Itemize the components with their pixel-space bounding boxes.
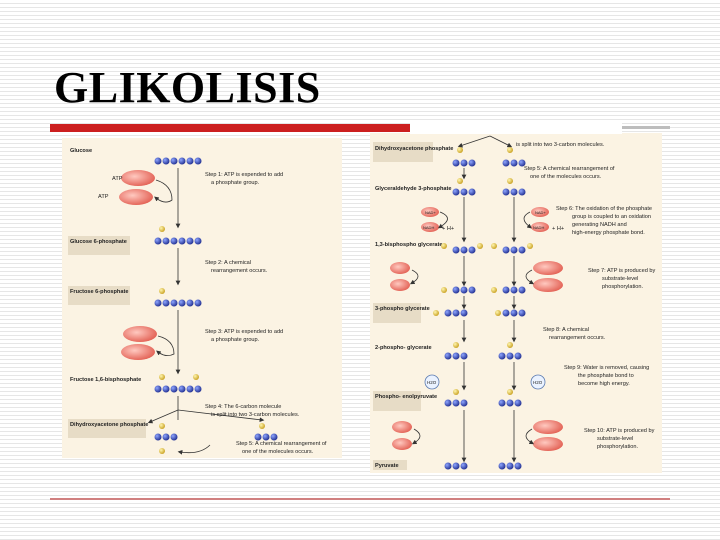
r-molecule-label-3pg: 3-phospho glycerate xyxy=(375,306,430,312)
left-step-1: Step 1: ATP is expended to add a phospha… xyxy=(205,172,283,186)
svg-text:substrate-level: substrate-level xyxy=(597,436,633,442)
svg-text:a phosphate group.: a phosphate group. xyxy=(211,337,260,343)
molecule-label-f6p: Fructose 6-phosphate xyxy=(70,289,128,295)
r-molecule-label-g3p: Glyceraldehyde 3-phosphate xyxy=(375,186,451,192)
label-box-f6p xyxy=(68,286,130,305)
nad-cofactors xyxy=(421,207,549,232)
svg-text:Step 9: Water is removed, caus: Step 9: Water is removed, causing xyxy=(564,365,649,371)
svg-text:is split into two 3-carbon mol: is split into two 3-carbon molecules. xyxy=(516,142,605,148)
title-underline-red xyxy=(50,124,415,132)
svg-text:Step 4: The 6-carbon molecule: Step 4: The 6-carbon molecule xyxy=(205,404,281,410)
f16bp-chain xyxy=(154,374,202,393)
bottom-rule xyxy=(50,498,670,500)
svg-text:phosphorylation.: phosphorylation. xyxy=(602,284,643,290)
label-box-g6p xyxy=(68,236,130,255)
adp-molecule-1 xyxy=(119,189,153,205)
atp-molecule-2 xyxy=(123,326,157,342)
svg-text:high-energy phosphate bond.: high-energy phosphate bond. xyxy=(572,230,645,236)
left-step-3: Step 3: ATP is expended to add a phospha… xyxy=(205,329,283,343)
svg-text:group is coupled to an oxidati: group is coupled to an oxidation xyxy=(572,214,651,220)
adp-molecule-2 xyxy=(121,344,155,360)
cofactor-atp-1: ATP xyxy=(112,176,123,182)
label-box-r-dhap xyxy=(373,142,433,162)
left-step-2: Step 2: A chemical rearrangement occurs. xyxy=(205,260,268,274)
right-step-9: Step 9: Water is removed, causing the ph… xyxy=(564,365,649,387)
left-step-4: Step 4: The 6-carbon molecule is split i… xyxy=(205,404,300,418)
right-step-10: Step 10: ATP is produced by substrate-le… xyxy=(584,428,655,450)
split-3carbon-chains xyxy=(154,423,278,454)
cofactor-h2o-1: H2O xyxy=(427,380,437,385)
label-box-r-3pg xyxy=(373,303,421,323)
r-molecule-label-2pg: 2-phospho- glycerate xyxy=(375,345,432,351)
svg-text:rearrangement occurs.: rearrangement occurs. xyxy=(211,268,268,274)
cofactor-h-1: + H+ xyxy=(442,226,454,232)
water-molecule-1 xyxy=(424,374,440,390)
right-chains-a xyxy=(433,147,483,470)
right-arrows xyxy=(409,135,535,463)
right-atp-ovals xyxy=(390,261,563,451)
cofactor-h2o-2: H2O xyxy=(533,380,543,385)
cofactor-atp-2: ATP xyxy=(98,194,109,200)
r-molecule-label-13bpg: 1,3-bisphospho glycerate xyxy=(375,242,442,248)
glucose-chain xyxy=(154,157,202,165)
right-step-5: Step 5: A chemical rearrangement of one … xyxy=(524,166,615,180)
r-molecule-label-pyruvate: Pyruvate xyxy=(375,463,399,469)
svg-text:Step 5: A chemical rearrangeme: Step 5: A chemical rearrangement of xyxy=(524,166,615,172)
left-arrows xyxy=(147,168,265,455)
svg-text:Step 7: ATP is produced by: Step 7: ATP is produced by xyxy=(588,268,655,274)
r-molecule-label-dhap: Dihydroxyacetone phosphate xyxy=(375,146,453,152)
svg-text:one of the molecules occurs.: one of the molecules occurs. xyxy=(530,174,602,180)
cofactor-nadh-2: NADH xyxy=(533,225,544,230)
cofactor-h-2: + H+ xyxy=(552,226,564,232)
cofactor-nadh-1: NADH xyxy=(423,225,434,230)
molecule-label-f16bp: Fructose 1,6-bisphosphate xyxy=(70,377,141,383)
svg-text:Step 2: A chemical: Step 2: A chemical xyxy=(205,260,251,266)
svg-text:rearrangement occurs.: rearrangement occurs. xyxy=(549,335,606,341)
cofactor-nad-2: NAD+ xyxy=(535,210,546,215)
svg-text:become high energy.: become high energy. xyxy=(578,381,630,387)
water-molecule-2 xyxy=(530,374,546,390)
slide-title: GLIKOLISIS xyxy=(54,63,321,112)
label-box-dhap xyxy=(68,419,146,438)
f6p-chain xyxy=(154,288,202,307)
svg-text:a phosphate group.: a phosphate group. xyxy=(211,180,260,186)
svg-text:Step 8: A chemical: Step 8: A chemical xyxy=(543,327,589,333)
label-box-r-pyruvate xyxy=(373,460,407,470)
svg-text:is split into two 3-carbon mol: is split into two 3-carbon molecules. xyxy=(211,412,300,418)
svg-text:the phosphate bond to: the phosphate bond to xyxy=(578,373,634,379)
svg-text:Step 10: ATP is produced by: Step 10: ATP is produced by xyxy=(584,428,655,434)
r-molecule-label-pep: Phospho- enolpyruvate xyxy=(375,394,437,400)
svg-text:one of the molecules occurs.: one of the molecules occurs. xyxy=(242,449,314,455)
svg-text:Step 3: ATP is expended to add: Step 3: ATP is expended to add xyxy=(205,329,283,335)
svg-text:Step 6: The oxidation of the p: Step 6: The oxidation of the phosphate xyxy=(556,206,652,212)
svg-text:Step 1: ATP is expended to add: Step 1: ATP is expended to add xyxy=(205,172,283,178)
svg-text:generating NADH and: generating NADH and xyxy=(572,222,627,228)
right-step-4-tail: is split into two 3-carbon molecules. xyxy=(516,142,605,148)
svg-text:substrate-level: substrate-level xyxy=(602,276,638,282)
cofactor-nad-1: NAD+ xyxy=(425,210,436,215)
svg-text:phosphorylation.: phosphorylation. xyxy=(597,444,638,450)
right-step-7: Step 7: ATP is produced by substrate-lev… xyxy=(588,268,655,290)
molecule-label-glucose: Glucose xyxy=(70,148,92,154)
left-step-5: Step 5: A chemical rearrangement of one … xyxy=(236,441,327,455)
right-step-8: Step 8: A chemical rearrangement occurs. xyxy=(543,327,606,341)
right-chains-b xyxy=(491,147,533,470)
svg-text:Step 5: A chemical rearrangeme: Step 5: A chemical rearrangement of xyxy=(236,441,327,447)
molecule-label-g6p: Glucose 6-phosphate xyxy=(70,239,127,245)
atp-molecule-1 xyxy=(121,170,155,186)
g6p-chain xyxy=(154,226,202,245)
figure-crop-mask xyxy=(410,122,622,134)
right-step-6: Step 6: The oxidation of the phosphate g… xyxy=(556,206,652,236)
molecule-label-dhap: Dihydroxyacetone phosphate xyxy=(70,422,148,428)
label-box-r-pep xyxy=(373,391,421,411)
